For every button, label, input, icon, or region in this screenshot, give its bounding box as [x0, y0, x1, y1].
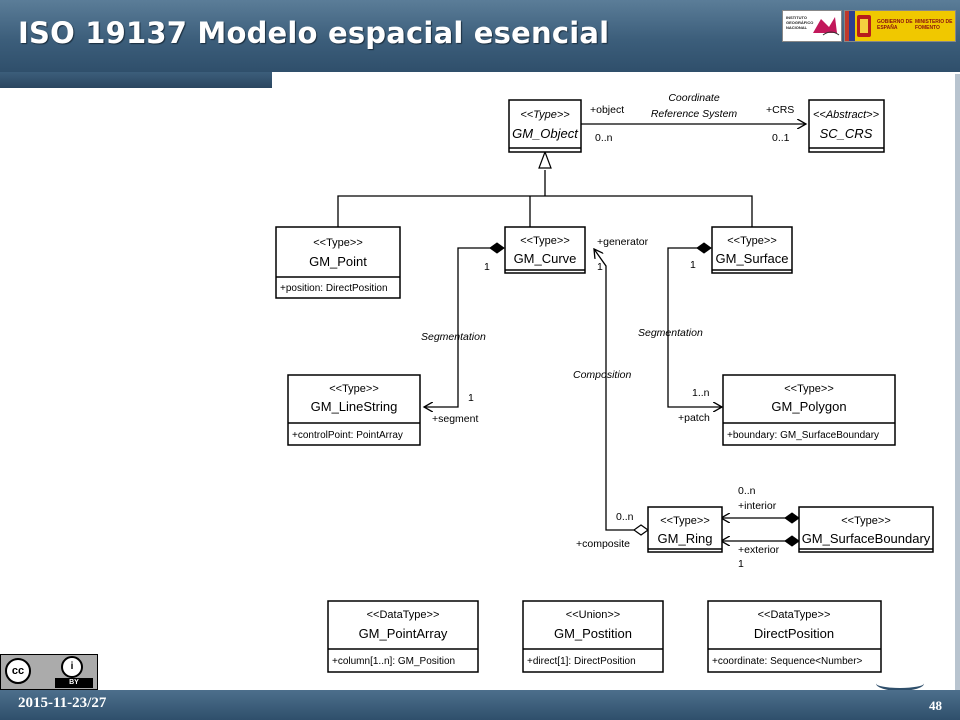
gm-polygon-stereotype: <<Type>>: [784, 383, 834, 395]
gm-object-stereotype: <<Type>>: [520, 109, 570, 121]
gm-position-stereotype: <<Union>>: [566, 609, 620, 621]
exterior-role: +exterior: [738, 544, 780, 556]
slide-title: ISO 19137 Modelo espacial esencial: [18, 16, 610, 50]
gm-position-box: [522, 600, 664, 673]
connectors: [337, 124, 806, 541]
gm-surface-stereotype: <<Type>>: [727, 235, 777, 247]
interior-diamond: [784, 512, 800, 524]
gm-ring-stereotype: <<Type>>: [660, 515, 710, 527]
gm-position-attribute: +direct[1]: DirectPosition: [527, 656, 636, 667]
surface-segmentation-line: [667, 247, 722, 407]
gm-polygon-attribute: +boundary: GM_SurfaceBoundary: [727, 430, 879, 441]
segmentation-right: Segmentation: [638, 327, 703, 339]
gobierno-text: GOBIERNO DE ESPAÑA: [877, 19, 913, 31]
directposition-box: [707, 600, 882, 673]
composition-label: Composition: [573, 369, 632, 381]
generator-mult: 1: [597, 261, 603, 273]
curve-aggregation-diamond: [489, 242, 505, 254]
generalization-bus: [337, 195, 753, 227]
cc-by-label: BY: [55, 678, 93, 688]
mult-crs: 0..1: [772, 132, 790, 144]
patch-mult: 1..n: [692, 387, 710, 399]
composite-role: +composite: [576, 538, 630, 550]
right-edge-bar: [955, 74, 960, 690]
gm-point-box: [275, 226, 401, 299]
gm-ring-name: GM_Ring: [658, 531, 713, 546]
generator-role: +generator: [597, 236, 649, 248]
gm-surface-name: GM_Surface: [716, 251, 789, 266]
gm-surfaceboundary-stereotype: <<Type>>: [841, 515, 891, 527]
footer-date: 2015-11-23/27: [18, 695, 107, 711]
curve-mult-1: 1: [484, 261, 490, 273]
segmentation-left: Segmentation: [421, 331, 486, 343]
composite-mult: 0..n: [616, 511, 634, 523]
gm-linestring-name: GM_LineString: [311, 399, 398, 414]
curve-segmentation-line: [424, 247, 504, 407]
crs-assoc-label-1: Coordinate: [668, 92, 720, 104]
gm-point-attribute: +position: DirectPosition: [280, 283, 388, 294]
decorative-arc: [876, 676, 924, 691]
page-number: 48: [929, 698, 942, 713]
gm-pointarray-stereotype: <<DataType>>: [367, 609, 440, 621]
person-icon: i: [61, 656, 83, 678]
segment-mult: 1: [468, 392, 474, 404]
ign-logo: INSTITUTO GEOGRÁFICO NACIONAL: [782, 10, 842, 42]
sc-crs-name: SC_CRS: [820, 126, 873, 141]
ring-composite-diamond: [632, 524, 650, 536]
gm-pointarray-name: GM_PointArray: [359, 626, 448, 641]
crs-assoc-label-2: Reference System: [651, 108, 738, 120]
directposition-attribute: +coordinate: Sequence<Number>: [712, 656, 863, 667]
composition-line: [594, 249, 642, 531]
gm-ring-box: [647, 506, 723, 553]
directposition-name: DirectPosition: [754, 626, 834, 641]
gm-pointarray-attribute: +column[1..n]: GM_Position: [332, 656, 455, 667]
exterior-diamond: [784, 535, 800, 547]
gm-object-name: GM_Object: [512, 126, 579, 141]
slide-footer: 2015-11-23/27 48: [0, 690, 960, 720]
surface-mult-1: 1: [690, 259, 696, 271]
gm-pointarray-box: [327, 600, 479, 673]
spain-shield-icon: [845, 11, 871, 41]
role-crs: +CRS: [766, 104, 794, 116]
cc-icon: cc: [5, 658, 31, 684]
gm-surface-box: [711, 226, 793, 274]
gm-linestring-attribute: +controlPoint: PointArray: [292, 430, 403, 441]
directposition-stereotype: <<DataType>>: [758, 609, 831, 621]
header-tab-accent: [0, 72, 272, 88]
segment-role: +segment: [432, 413, 478, 425]
gobierno-logo: GOBIERNO DE ESPAÑA MINISTERIO DE FOMENTO: [844, 10, 956, 42]
interior-role: +interior: [738, 500, 777, 512]
gm-position-name: GM_Postition: [554, 626, 632, 641]
mult-object: 0..n: [595, 132, 613, 144]
gm-curve-stereotype: <<Type>>: [520, 235, 570, 247]
patch-role: +patch: [678, 412, 710, 424]
ign-logo-mark: [813, 17, 840, 36]
gm-point-name: GM_Point: [309, 254, 367, 269]
surface-aggregation-diamond: [696, 242, 712, 254]
gm-curve-box: [504, 226, 586, 274]
gm-polygon-box: [722, 374, 896, 446]
gm-surfaceboundary-name: GM_SurfaceBoundary: [802, 531, 931, 546]
gm-surfaceboundary-box: [798, 506, 934, 553]
slide-header: ISO 19137 Modelo espacial esencial INSTI…: [0, 0, 960, 72]
exterior-mult: 1: [738, 558, 744, 570]
gm-object-box: [508, 99, 582, 153]
ministerio-text: MINISTERIO DE FOMENTO: [915, 19, 953, 31]
sc-crs-box: [808, 99, 885, 153]
ign-logo-text: INSTITUTO GEOGRÁFICO NACIONAL: [786, 15, 814, 30]
interior-mult: 0..n: [738, 485, 756, 497]
gm-linestring-box: [287, 374, 421, 446]
cc-license-badge: cc i BY: [0, 654, 98, 690]
sc-crs-stereotype: <<Abstract>>: [813, 109, 880, 121]
gm-curve-name: GM_Curve: [514, 251, 577, 266]
gm-linestring-stereotype: <<Type>>: [329, 383, 379, 395]
gm-point-stereotype: <<Type>>: [313, 237, 363, 249]
generalization-triangle: [538, 150, 552, 169]
role-object: +object: [590, 104, 624, 116]
gm-polygon-name: GM_Polygon: [771, 399, 846, 414]
